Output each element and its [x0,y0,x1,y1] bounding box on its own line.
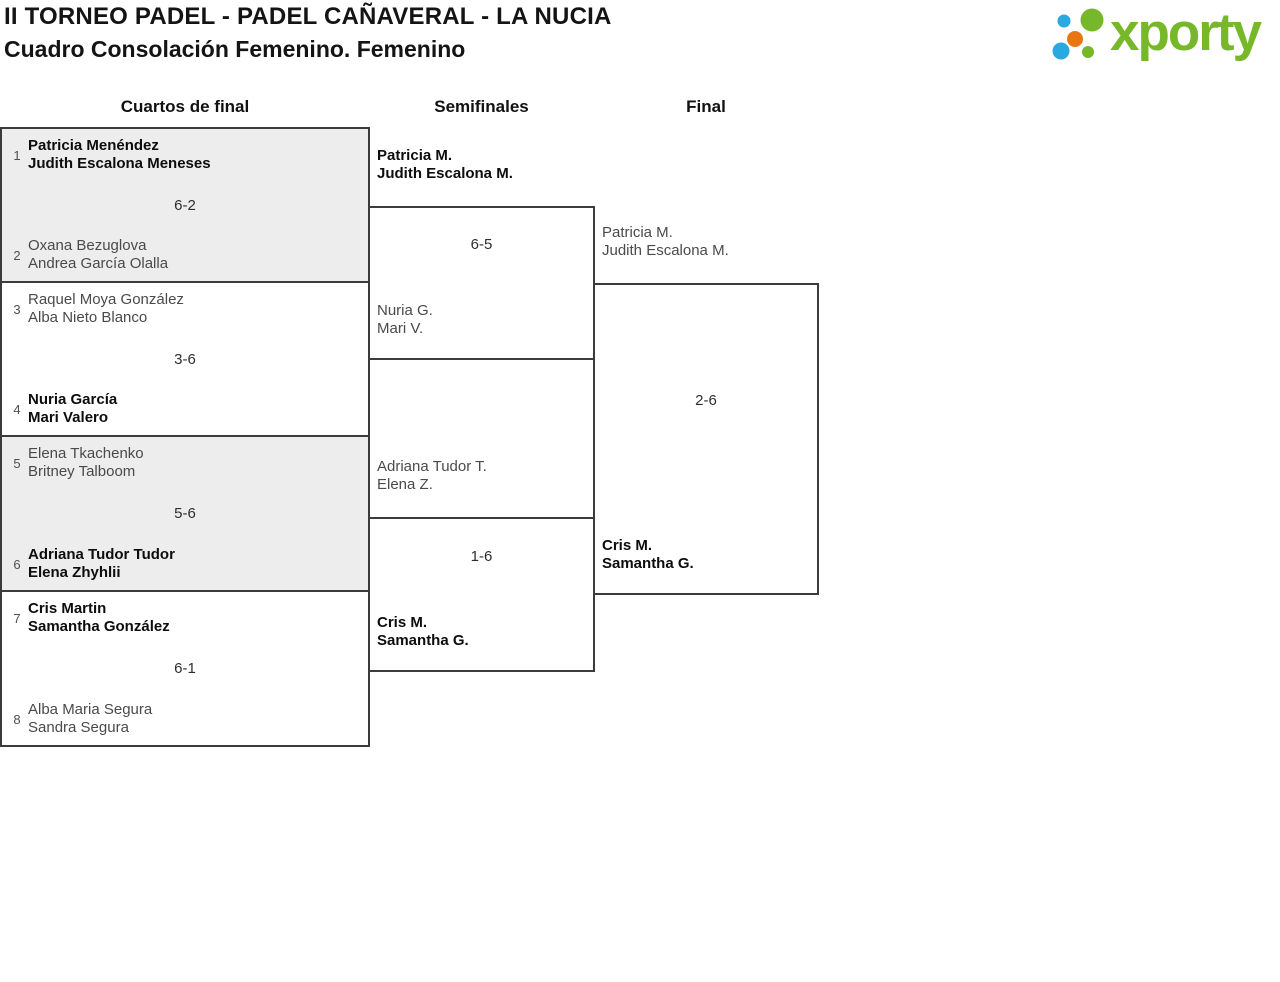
seed-number: 3 [13,301,21,317]
player-name: Adriana Tudor Tudor [28,546,175,563]
qf4-team-top-row: 7 Cris Martin Samantha González [2,600,368,636]
team-names: Nuria García Mari Valero [28,391,117,427]
qf3-team-bottom-row: 6 Adriana Tudor Tudor Elena Zhyhlii [2,546,368,582]
match-qf2: 3 Raquel Moya González Alba Nieto Blanco… [0,281,370,437]
final-score: 2-6 [695,392,717,409]
player-name: Samantha G. [602,555,694,572]
match-qf1: 1 Patricia Menéndez Judith Escalona Mene… [0,127,370,283]
qf1-team-top-row: 1 Patricia Menéndez Judith Escalona Mene… [2,137,368,173]
team-names: Alba Maria Segura Sandra Segura [28,701,152,737]
qf2-team-top-row: 3 Raquel Moya González Alba Nieto Blanco [2,291,368,327]
player-name: Mari Valero [28,409,109,426]
player-name: Alba Maria Segura [28,701,153,718]
player-name: Judith Escalona Meneses [28,155,211,172]
player-name: Sandra Segura [28,719,129,736]
player-name: Nuria G. [377,302,433,319]
sf2-team-bottom-label: Cris M. Samantha G. [377,614,469,650]
player-name: Elena Tkachenko [28,445,144,462]
seed-number: 7 [13,610,21,626]
sf1-team-bottom-label: Nuria G. Mari V. [377,302,433,338]
match-score: 6-1 [174,660,196,677]
seed-number: 1 [13,147,21,163]
sf2-team-top-label: Adriana Tudor T. Elena Z. [377,458,487,494]
team-names: Raquel Moya González Alba Nieto Blanco [28,291,184,327]
team-names: Patricia Menéndez Judith Escalona Menese… [28,137,211,173]
player-name: Britney Talboom [28,463,136,480]
player-name: Cris M. [377,614,428,631]
xporty-dots-icon [1052,8,1104,60]
seed-number: 2 [13,247,21,263]
player-name: Nuria García [28,391,118,408]
player-name: Elena Z. [377,476,433,493]
player-name: Patricia Menéndez [28,137,159,154]
match-qf3: 5 Elena Tkachenko Britney Talboom 5-6 6 … [0,435,370,592]
sf1-score: 6-5 [470,236,493,253]
match-score: 5-6 [174,505,196,522]
player-name: Cris Martin [28,600,107,617]
team-names: Oxana Bezuglova Andrea García Olalla [28,237,168,273]
match-qf4: 7 Cris Martin Samantha González 6-1 8 Al… [0,590,370,747]
player-name: Andrea García Olalla [28,255,169,272]
player-name: Alba Nieto Blanco [28,309,148,326]
sf2-score: 1-6 [470,548,493,565]
seed-number: 5 [13,455,21,471]
qf4-team-bottom-row: 8 Alba Maria Segura Sandra Segura [2,701,368,737]
player-name: Mari V. [377,320,424,337]
player-name: Samantha G. [377,632,469,649]
player-name: Judith Escalona M. [377,165,513,182]
xporty-logo-text: xporty [1110,3,1262,62]
final-team-top-label: Patricia M. Judith Escalona M. [602,224,729,260]
bracket-box-final [593,283,819,595]
final-team-bottom-label: Cris M. Samantha G. [602,537,694,573]
player-name: Samantha González [28,618,170,635]
round-header-final: Final [686,97,726,116]
page-subtitle: Cuadro Consolación Femenino. Femenino [4,36,466,62]
player-name: Patricia M. [377,147,453,164]
player-name: Elena Zhyhlii [28,564,121,581]
team-names: Cris Martin Samantha González [28,600,170,636]
qf2-team-bottom-row: 4 Nuria García Mari Valero [2,391,368,427]
player-name: Raquel Moya González [28,291,184,308]
qf3-team-top-row: 5 Elena Tkachenko Britney Talboom [2,445,368,481]
team-names: Elena Tkachenko Britney Talboom [28,445,144,481]
page-title: II TORNEO PADEL - PADEL CAÑAVERAL - LA N… [4,3,612,30]
seed-number: 6 [13,556,21,572]
seed-number: 4 [13,401,21,417]
player-name: Adriana Tudor T. [377,458,487,475]
player-name: Judith Escalona M. [602,242,729,259]
player-name: Cris M. [602,537,653,554]
xporty-logo[interactable]: xporty [1048,2,1262,64]
round-header-semifinales: Semifinales [434,97,529,116]
seed-number: 8 [13,711,21,727]
match-score: 3-6 [174,350,196,368]
round-header-cuartos-de-final: Cuartos de final [120,97,250,116]
player-name: Patricia M. [602,224,673,241]
team-names: Adriana Tudor Tudor Elena Zhyhlii [28,546,175,582]
sf1-team-top-label: Patricia M. Judith Escalona M. [377,147,513,183]
qf1-team-bottom-row: 2 Oxana Bezuglova Andrea García Olalla [2,237,368,273]
player-name: Oxana Bezuglova [28,237,147,254]
match-score: 6-2 [174,196,196,214]
